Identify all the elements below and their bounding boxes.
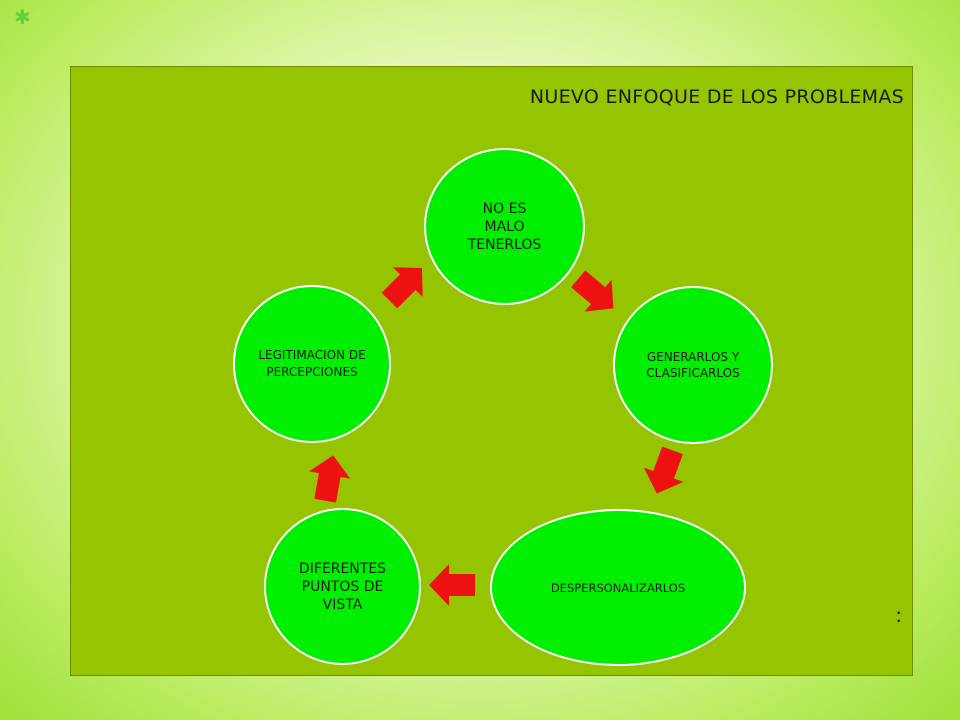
trailing-colon: :: [895, 603, 902, 627]
star-bullet-icon: ✱: [14, 5, 31, 29]
node-diferentes-puntos-de-vista: DIFERENTES PUNTOS DE VISTA: [264, 508, 421, 665]
arrow-2-to-3: [643, 446, 684, 494]
node-legitimacion-de-percepciones: LEGITIMACION DE PERCEPCIONES: [233, 285, 391, 443]
node-generarlos-y-clasificarlos: GENERARLOS Y CLASIFICARLOS: [613, 286, 773, 444]
slide-panel: NUEVO ENFOQUE DE LOS PROBLEMAS: [70, 66, 913, 676]
cycle-arrows: [309, 267, 684, 606]
arrow-5-to-1: [381, 267, 423, 309]
arrow-1-to-2: [571, 270, 614, 312]
arrow-3-to-4: [429, 564, 475, 606]
slide-title: NUEVO ENFOQUE DE LOS PROBLEMAS: [529, 86, 904, 108]
arrow-4-to-5: [309, 455, 351, 503]
node-despersonalizarlos: DESPERSONALIZARLOS: [490, 509, 746, 666]
node-no-es-malo-tenerlos: NO ES MALO TENERLOS: [424, 148, 585, 305]
